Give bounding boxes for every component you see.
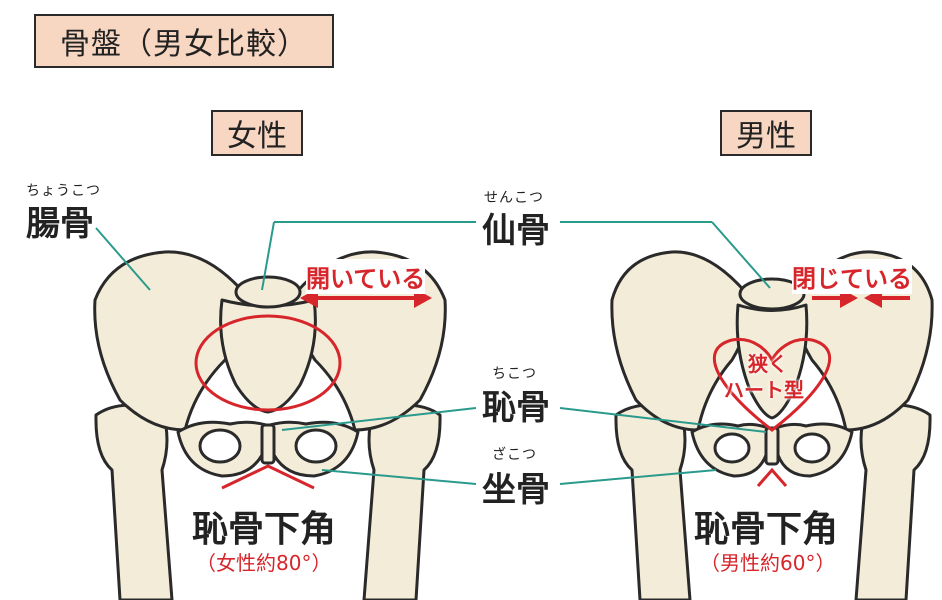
female-pelvic-inlet-outline — [194, 314, 342, 412]
ischium-ruby: ざこつ — [492, 447, 537, 463]
ilium-ruby: ちょうこつ — [26, 183, 101, 199]
page-title: 骨盤（男女比較） — [34, 14, 334, 68]
ischium-leader-male — [559, 469, 717, 485]
sacrum-label: 仙骨 — [482, 211, 550, 251]
female-heading: 女性 — [211, 110, 303, 156]
pubis-leader-male — [559, 407, 767, 433]
female-open-annotation: 開いている — [306, 259, 426, 294]
sacrum-leader-male — [711, 221, 771, 289]
sacrum-leader-female — [261, 221, 275, 291]
sacrum-ruby: せんこつ — [484, 190, 544, 206]
pubis-ruby: ちこつ — [492, 366, 537, 382]
male-heart-outline — [712, 337, 832, 432]
ischium-label: 坐骨 — [482, 470, 550, 510]
male-heading: 男性 — [720, 110, 812, 156]
female-angle-label: 恥骨下角 — [192, 509, 337, 550]
ischium-leader-female — [321, 469, 477, 485]
male-subpubic-angle — [756, 467, 788, 487]
female-angle-value: （女性約80°） — [196, 551, 332, 575]
male-angle-value: （男性約60°） — [700, 551, 836, 575]
pubis-label: 恥骨 — [482, 388, 550, 428]
male-heart-line2: ハート型 — [724, 378, 804, 402]
male-closed-annotation: 閉じている — [792, 259, 912, 294]
male-pelvis — [610, 250, 934, 600]
ilium-leader — [95, 227, 151, 291]
ilium-label: 腸骨 — [26, 204, 94, 244]
female-subpubic-angle — [221, 464, 315, 490]
male-heart-line1: 狭く — [748, 352, 788, 376]
male-angle-label: 恥骨下角 — [694, 509, 839, 550]
pubis-leader-female — [281, 407, 477, 431]
